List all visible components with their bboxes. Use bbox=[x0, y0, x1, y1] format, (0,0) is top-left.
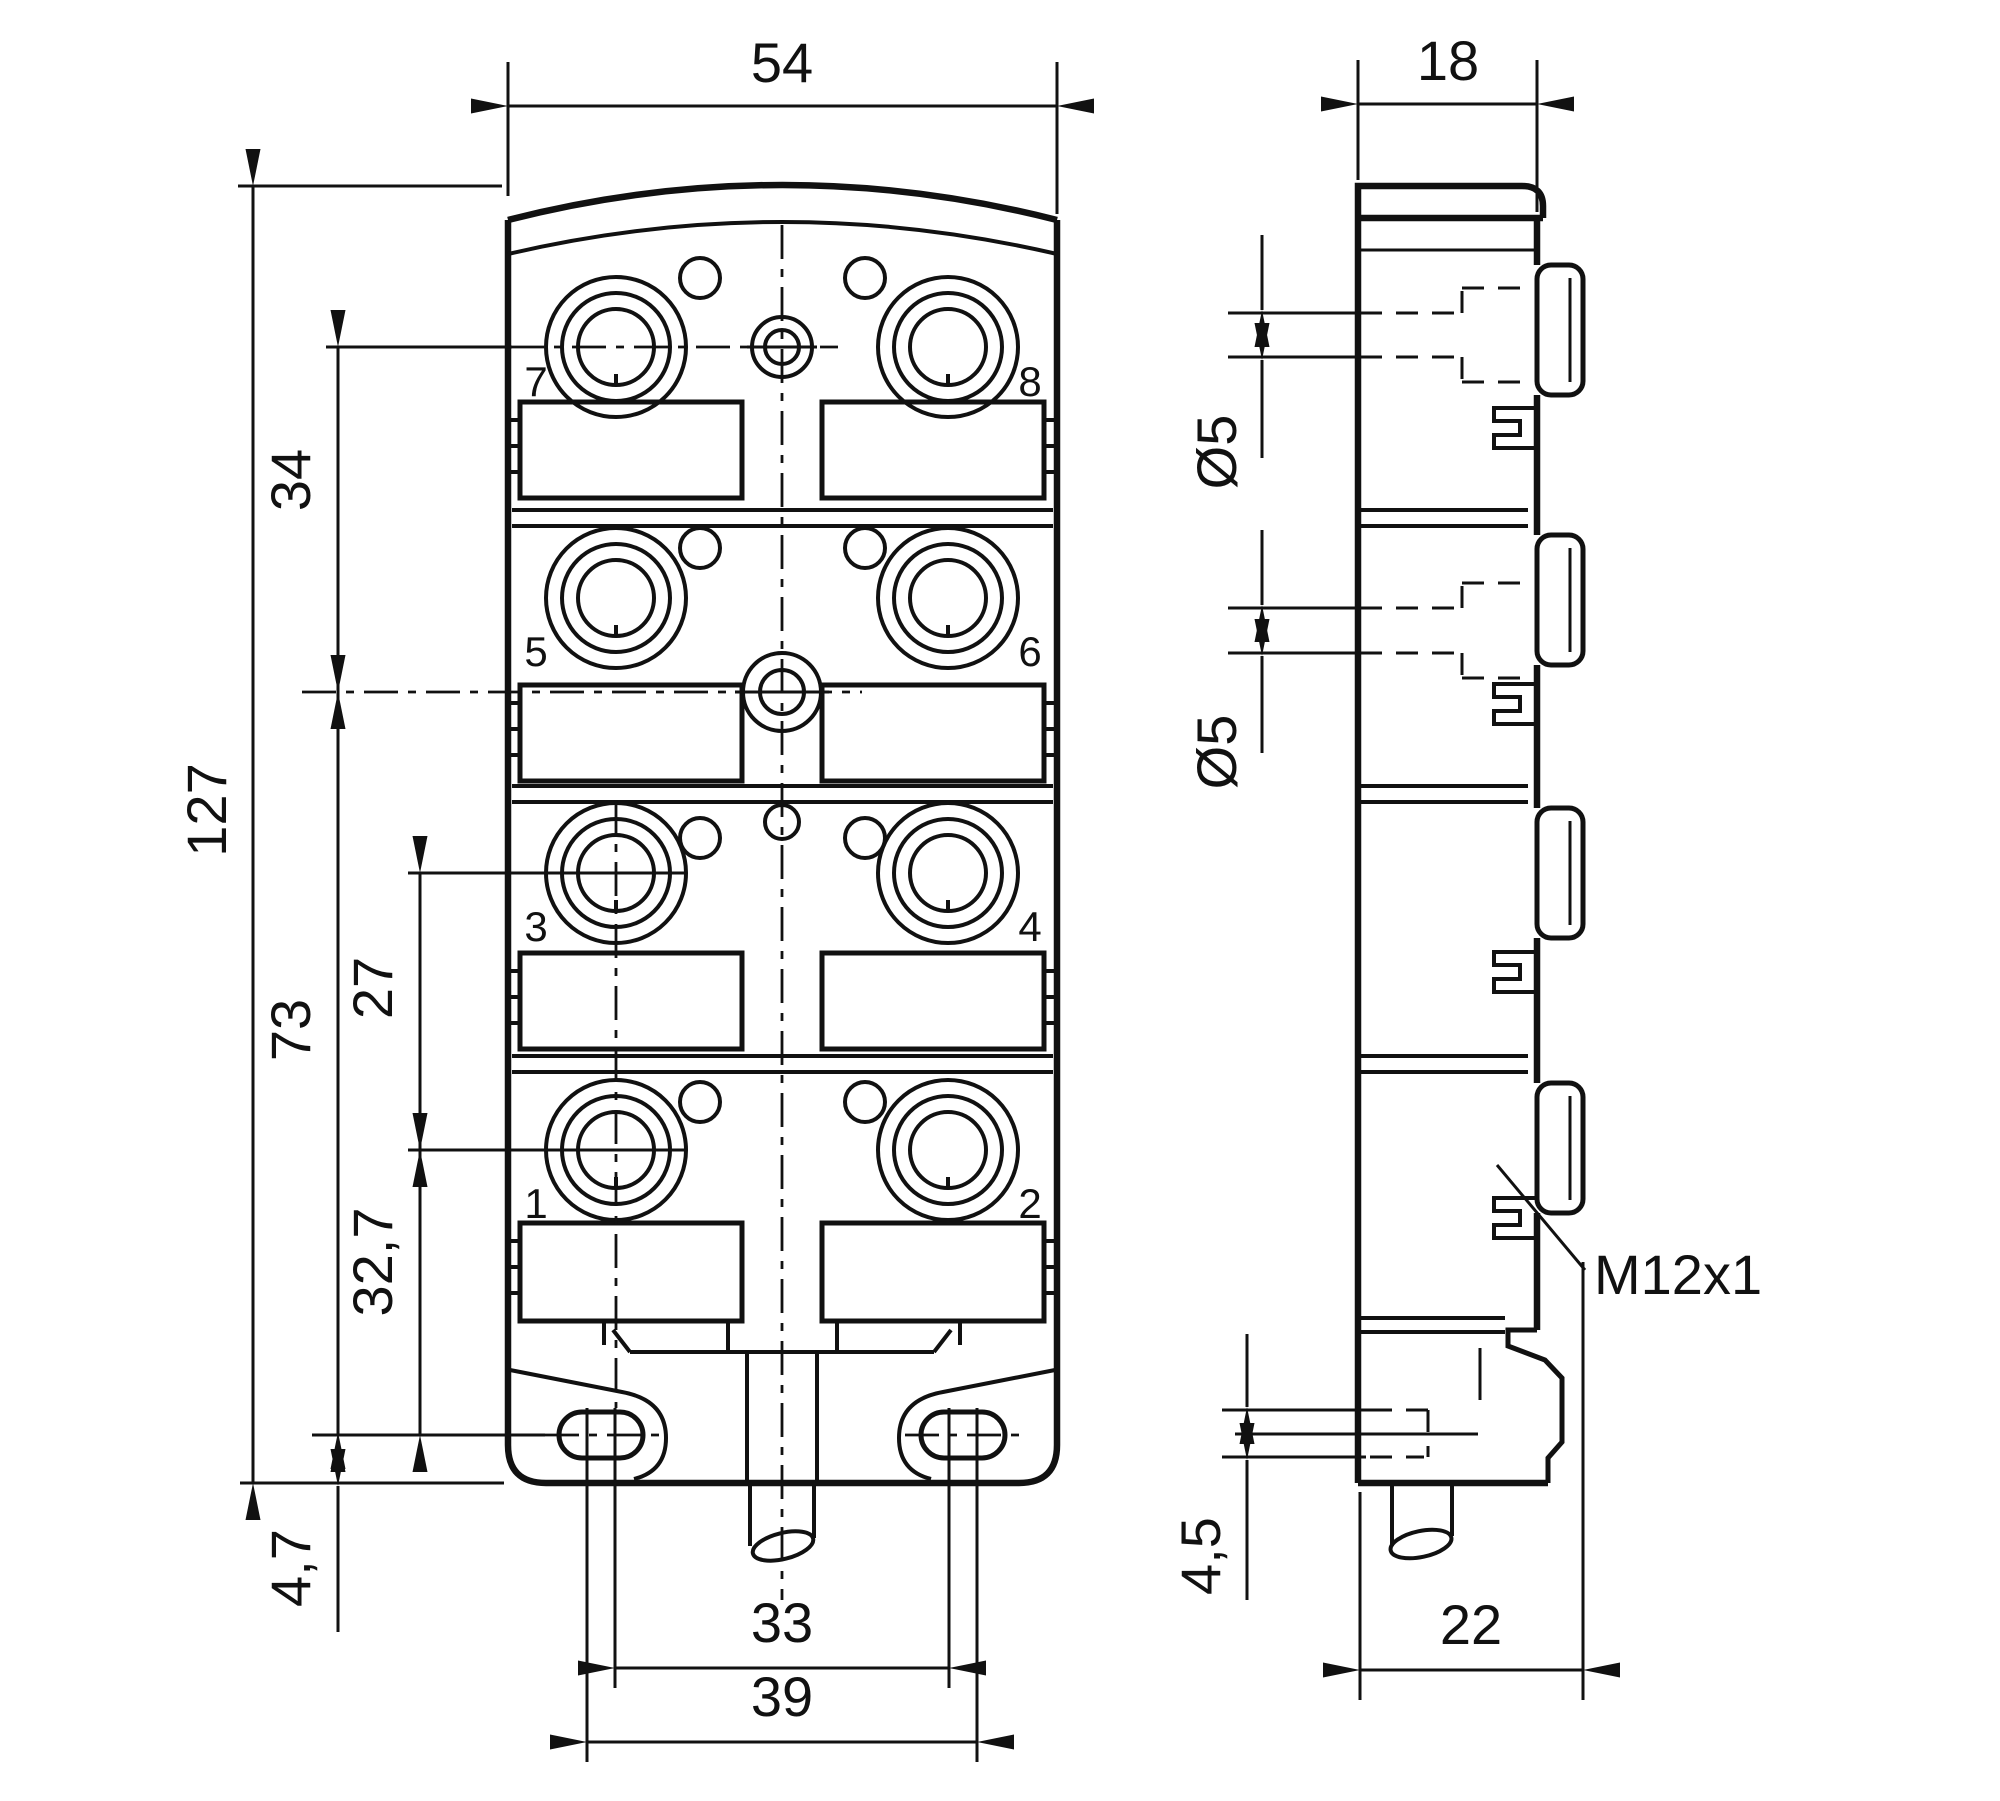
dim-4-7: 4,7 bbox=[259, 1358, 346, 1632]
thread-label-m12x1: M12x1 bbox=[1594, 1243, 1762, 1306]
dim-height-127: 127 bbox=[175, 149, 504, 1520]
cable-outlet bbox=[748, 1483, 816, 1563]
side-cable-outlet bbox=[1388, 1483, 1454, 1561]
dim-label-33: 33 bbox=[751, 1591, 813, 1654]
connector-4 bbox=[876, 801, 1020, 945]
label-plate bbox=[819, 399, 1047, 501]
dim-label-22: 22 bbox=[1440, 1593, 1502, 1656]
port-label-2: 2 bbox=[1018, 1180, 1041, 1227]
port-label-8: 8 bbox=[1018, 358, 1041, 405]
bulge-row34 bbox=[1534, 805, 1586, 941]
led bbox=[843, 816, 887, 860]
thread-callout: M12x1 bbox=[1495, 1164, 1762, 1306]
port-labels: 7 8 5 6 3 4 1 2 bbox=[524, 358, 1041, 1227]
dim-led-dia-mid: Ø5 bbox=[1185, 530, 1358, 789]
dim-width-54: 54 bbox=[471, 31, 1094, 214]
led bbox=[678, 526, 722, 570]
label-plate bbox=[517, 682, 745, 784]
dim-label-54: 54 bbox=[751, 31, 813, 94]
front-cap-outer-arc bbox=[507, 181, 1058, 224]
dim-33: 33 bbox=[578, 1408, 986, 1688]
dim-label-39: 39 bbox=[751, 1665, 813, 1728]
side-cap bbox=[1354, 182, 1547, 222]
dim-22: 22 bbox=[1323, 1262, 1620, 1700]
port-label-6: 6 bbox=[1018, 628, 1041, 675]
front-view: 7 8 5 6 3 4 1 2 54 127 34 73 bbox=[175, 31, 1094, 1762]
bulge-row78 bbox=[1534, 262, 1586, 398]
dim-73: 73 bbox=[259, 655, 346, 1472]
label-plates bbox=[517, 399, 1047, 1324]
port-label-7: 7 bbox=[524, 358, 547, 405]
connector-5 bbox=[544, 526, 688, 670]
side-foot-profile bbox=[1505, 1327, 1565, 1483]
dim-label-4-5: 4,5 bbox=[1169, 1517, 1232, 1595]
dim-led-dia-top: Ø5 bbox=[1185, 235, 1358, 489]
connector-8 bbox=[876, 275, 1020, 419]
led bbox=[678, 816, 722, 860]
led bbox=[843, 256, 887, 300]
led bbox=[678, 1080, 722, 1124]
edge-ticks bbox=[508, 418, 1057, 1295]
label-plate bbox=[819, 1220, 1047, 1324]
dim-label-127: 127 bbox=[175, 763, 238, 856]
connector-2 bbox=[876, 1078, 1020, 1222]
label-plate bbox=[819, 682, 1047, 784]
label-plate bbox=[517, 950, 745, 1052]
label-plate bbox=[819, 950, 1047, 1052]
bulge-row56 bbox=[1534, 532, 1586, 668]
dim-39: 39 bbox=[550, 1408, 1014, 1762]
dim-label-32-7: 32,7 bbox=[341, 1208, 404, 1317]
dim-34: 34 bbox=[259, 310, 512, 729]
dim-label-18: 18 bbox=[1417, 29, 1479, 92]
led bbox=[678, 256, 722, 300]
side-foot-inner-line bbox=[1235, 1348, 1482, 1436]
hidden-bores bbox=[1360, 286, 1530, 1459]
dim-label-34: 34 bbox=[259, 449, 322, 511]
dim-4-5: 4,5 bbox=[1169, 1334, 1370, 1600]
side-view: 18 Ø5 Ø5 M12x1 4,5 22 bbox=[1169, 29, 1762, 1700]
dim-label-dia5-mid: Ø5 bbox=[1185, 715, 1248, 790]
label-plate bbox=[517, 399, 745, 501]
connector-6 bbox=[876, 526, 1020, 670]
port-label-4: 4 bbox=[1018, 903, 1041, 950]
dim-label-dia5-top: Ø5 bbox=[1185, 415, 1248, 490]
bulge-row12 bbox=[1534, 1080, 1586, 1216]
side-module-dividers bbox=[1358, 508, 1528, 1334]
label-plate bbox=[517, 1220, 745, 1324]
led bbox=[843, 1080, 887, 1124]
dim-32-7: 32,7 bbox=[341, 1113, 428, 1472]
side-connector-bulges bbox=[1534, 262, 1586, 1216]
leader-line bbox=[1495, 1164, 1587, 1271]
mounting-foot-zone bbox=[312, 1321, 1056, 1481]
dim-27: 27 bbox=[341, 836, 552, 1187]
port-label-3: 3 bbox=[524, 903, 547, 950]
left-foot-outline bbox=[509, 1368, 669, 1481]
front-cap-inner-arc bbox=[507, 220, 1058, 256]
led bbox=[843, 526, 887, 570]
right-foot-outline bbox=[896, 1368, 1056, 1481]
port-label-1: 1 bbox=[524, 1180, 547, 1227]
dim-label-4-7: 4,7 bbox=[259, 1529, 322, 1607]
dim-depth-18: 18 bbox=[1321, 29, 1574, 212]
port-label-5: 5 bbox=[524, 628, 547, 675]
label-clip-profiles bbox=[1492, 406, 1537, 1240]
dim-label-73: 73 bbox=[259, 999, 322, 1061]
dim-label-27: 27 bbox=[341, 957, 404, 1019]
led-windows bbox=[678, 256, 887, 1124]
